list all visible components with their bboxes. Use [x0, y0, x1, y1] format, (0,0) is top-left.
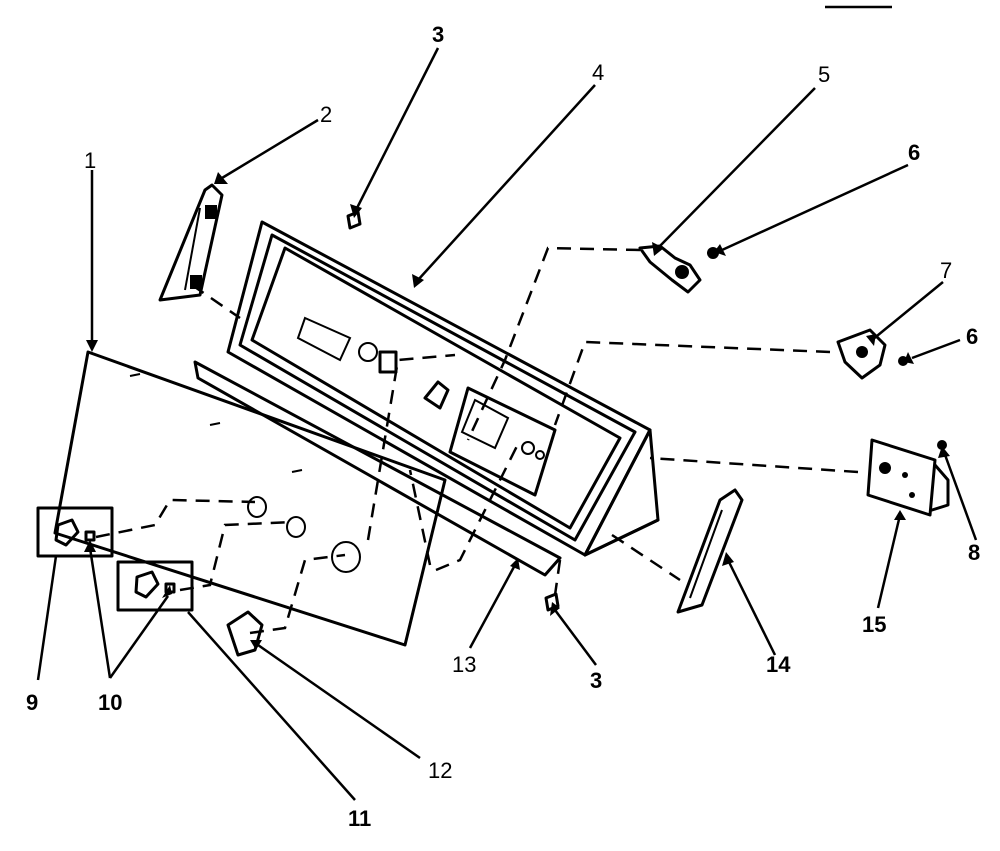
front-panel-part [53, 350, 447, 647]
callout-8: 8 [968, 540, 980, 565]
callout-3-top: 3 [432, 22, 444, 47]
large-knob-part [226, 610, 264, 657]
callout-7: 7 [940, 258, 952, 283]
callout-4: 4 [592, 60, 604, 85]
callout-6-top: 6 [908, 140, 920, 165]
callout-9: 9 [26, 690, 38, 715]
right-end-cap-part [676, 488, 744, 614]
timer-assembly-part [866, 438, 950, 517]
console-housing-part [193, 220, 660, 577]
switch-part [638, 244, 702, 294]
callout-6-right: 6 [966, 324, 978, 349]
callout-10: 10 [98, 690, 122, 715]
bracket-part [836, 328, 887, 380]
callout-1: 1 [84, 148, 96, 173]
callout-15: 15 [862, 612, 886, 637]
callout-12: 12 [428, 758, 452, 783]
left-end-cap-part [158, 183, 224, 302]
callout-5: 5 [818, 62, 830, 87]
callout-14: 14 [766, 652, 791, 677]
callout-labels: 1 2 3 4 5 6 7 6 8 15 14 3 13 12 11 10 9 [26, 22, 980, 831]
callout-3-bottom: 3 [590, 668, 602, 693]
knob-box-11 [116, 560, 194, 612]
callout-2: 2 [320, 102, 332, 127]
leader-lines [36, 47, 978, 801]
screw-bottom-part [544, 592, 560, 612]
callout-11: 11 [348, 806, 371, 831]
assembly-lines [95, 246, 859, 635]
callout-13: 13 [452, 652, 476, 677]
